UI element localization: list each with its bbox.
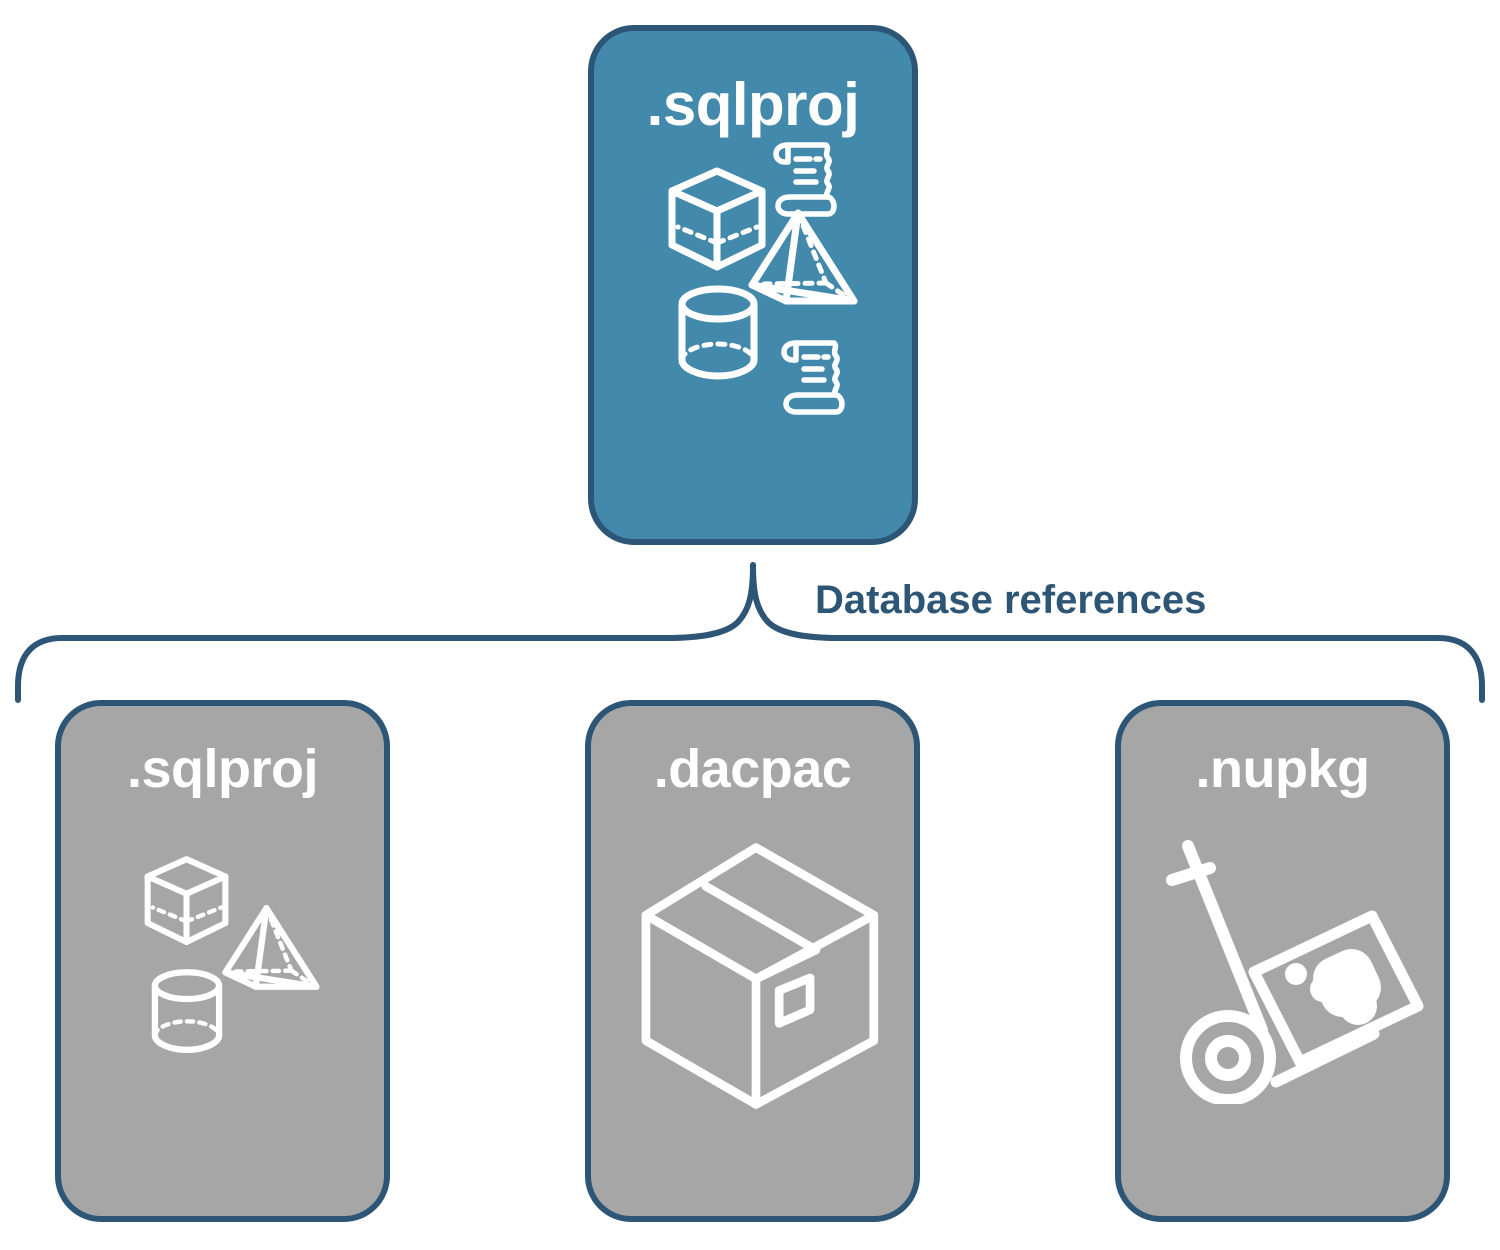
script-scroll-icon xyxy=(773,142,837,217)
script-scroll-icon xyxy=(781,340,845,415)
cylinder-icon xyxy=(151,969,223,1053)
connector-label: Database references xyxy=(815,578,1207,622)
node-nupkg-reference-label: .nupkg xyxy=(1195,739,1370,799)
cube-icon xyxy=(668,167,766,271)
database-references-brace xyxy=(15,562,1485,703)
node-sqlproj-root-art xyxy=(594,135,912,539)
pyramid-icon xyxy=(222,905,320,990)
node-sqlproj-root[interactable]: .sqlproj xyxy=(588,25,918,545)
hand-truck-package-icon xyxy=(1166,840,1424,1104)
pyramid-icon xyxy=(748,209,858,305)
node-dacpac-reference-art xyxy=(591,796,914,1216)
node-sqlproj-reference[interactable]: .sqlproj xyxy=(55,700,390,1222)
node-nupkg-reference-art xyxy=(1121,796,1444,1216)
node-nupkg-reference[interactable]: .nupkg xyxy=(1115,700,1450,1222)
node-sqlproj-root-label: .sqlproj xyxy=(646,71,860,138)
node-sqlproj-reference-art xyxy=(61,796,384,1216)
cylinder-icon xyxy=(678,285,758,380)
node-dacpac-reference-label: .dacpac xyxy=(653,739,852,799)
node-sqlproj-reference-label: .sqlproj xyxy=(126,739,319,799)
node-dacpac-reference[interactable]: .dacpac xyxy=(585,700,920,1222)
shipping-box-icon xyxy=(641,843,879,1109)
cube-icon xyxy=(144,856,229,946)
